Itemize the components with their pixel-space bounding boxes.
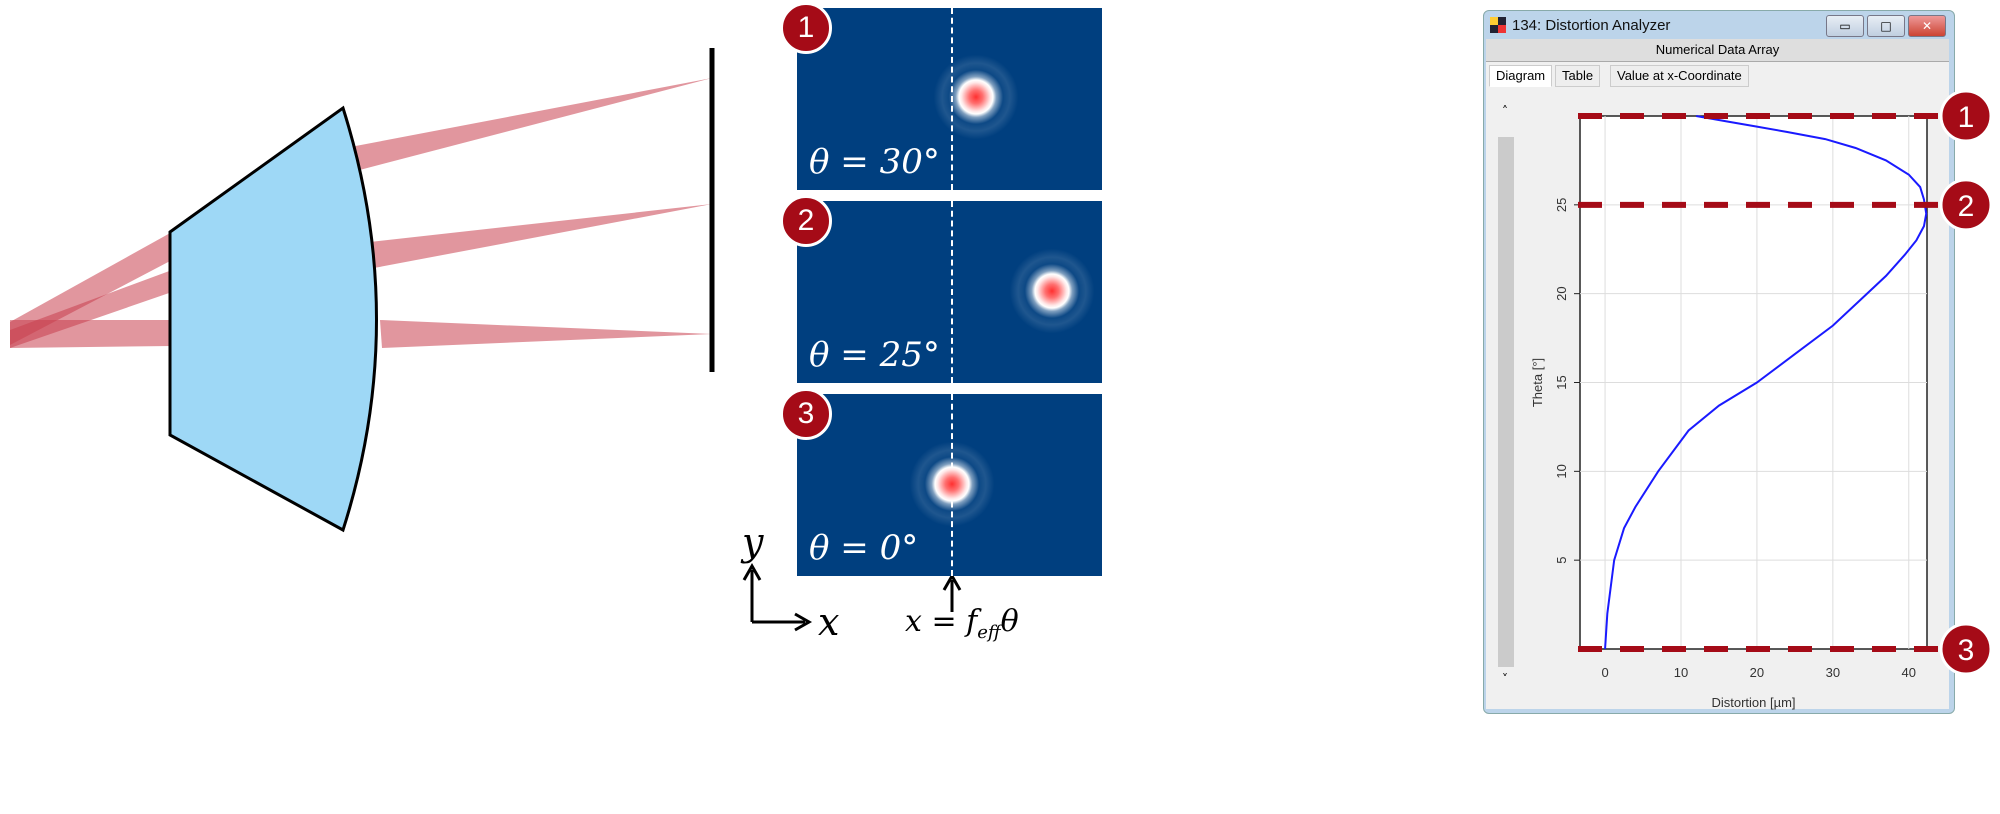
- reference-line: [951, 201, 953, 383]
- ray-bundle-30-out: [345, 78, 712, 172]
- vertical-scrollbar[interactable]: ˄ ˅: [1496, 104, 1514, 704]
- x-tick-label: 40: [1902, 665, 1916, 680]
- position-formula: x = feffθ: [905, 604, 1019, 643]
- marker-badge-label: 2: [1958, 190, 1975, 223]
- scroll-down-icon[interactable]: ˅: [1502, 672, 1508, 686]
- badge-2: 2: [780, 195, 832, 247]
- spot-panel-30: θ = 30°: [797, 8, 1102, 190]
- tab-table[interactable]: Table: [1555, 65, 1601, 87]
- marker-badge-label: 3: [1958, 634, 1975, 667]
- psf-spot: [916, 37, 1036, 157]
- marker-badge-label: 1: [1958, 101, 1975, 134]
- x-tick-label: 30: [1826, 665, 1840, 680]
- x-axis-title: Distortion [µm]: [1711, 695, 1795, 710]
- maximize-button[interactable]: □: [1867, 15, 1905, 37]
- psf-spot: [892, 424, 1012, 544]
- y-tick-label: 20: [1554, 286, 1569, 300]
- x-tick-label: 0: [1601, 665, 1608, 680]
- coordinate-axes-icon: [742, 562, 962, 632]
- lens: [168, 105, 378, 533]
- badge-3: 3: [780, 388, 832, 440]
- scroll-up-icon[interactable]: ˄: [1502, 104, 1508, 118]
- marker-badge-2: [1939, 178, 1993, 232]
- y-tick-label: 25: [1554, 198, 1569, 212]
- spot-panel-25: θ = 25°: [797, 201, 1102, 383]
- close-button[interactable]: ✕: [1908, 15, 1946, 37]
- y-axis-title: Theta [°]: [1530, 358, 1545, 407]
- scrollbar-thumb[interactable]: [1498, 137, 1514, 667]
- formula-subscript: eff: [977, 622, 1001, 643]
- psf-spot: [992, 231, 1102, 351]
- y-tick-label: 5: [1554, 557, 1569, 564]
- ray-bundles: [10, 78, 712, 348]
- badge-1: 1: [780, 2, 832, 54]
- x-tick-label: 10: [1674, 665, 1688, 680]
- spot-panel-0: θ = 0°: [797, 394, 1102, 576]
- marker-badge-1: [1939, 89, 1993, 143]
- panel-subtitle: Numerical Data Array: [1486, 39, 1949, 62]
- marker-badge-3: [1939, 622, 1993, 676]
- ray-bundle-0: [10, 320, 172, 348]
- ray-bundle-25-out: [370, 204, 712, 268]
- distortion-curve: [1604, 115, 1928, 650]
- ray-bundle-0-out: [380, 320, 712, 348]
- y-axis-label: y: [742, 520, 764, 564]
- tab-diagram[interactable]: Diagram: [1489, 65, 1553, 87]
- y-tick-label: 10: [1554, 464, 1569, 478]
- window-title: 134: Distortion Analyzer: [1512, 17, 1671, 34]
- app-icon: [1490, 17, 1506, 33]
- theta-label: θ = 25°: [809, 335, 940, 375]
- x-axis-label: x: [818, 600, 840, 644]
- y-tick-label: 15: [1554, 375, 1569, 389]
- x-tick-label: 20: [1750, 665, 1764, 680]
- formula-theta: θ: [1000, 604, 1019, 639]
- minimize-button[interactable]: ▭: [1826, 15, 1864, 37]
- formula-text: x = f: [905, 604, 978, 639]
- theta-label: θ = 30°: [809, 142, 940, 182]
- tab-value-at-x[interactable]: Value at x-Coordinate: [1610, 65, 1749, 87]
- theta-label: θ = 0°: [809, 528, 919, 568]
